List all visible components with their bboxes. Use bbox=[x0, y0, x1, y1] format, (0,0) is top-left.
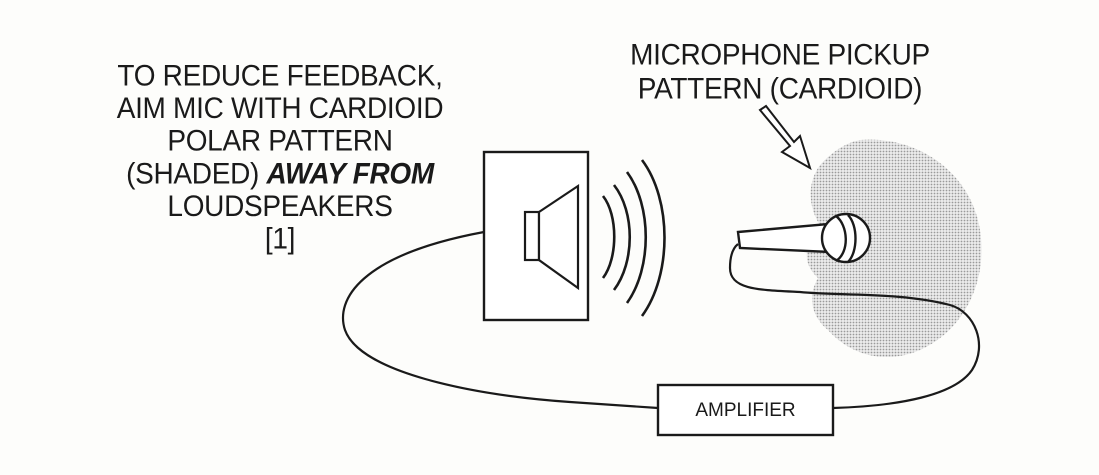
left-caption-line-5: LOUDSPEAKERS bbox=[167, 189, 393, 223]
signal-cable bbox=[341, 230, 659, 410]
right-caption-line-2: PATTERN (CARDIOID) bbox=[637, 72, 923, 105]
speaker-magnet bbox=[523, 210, 541, 262]
left-caption-line-3: POLAR PATTERN bbox=[167, 124, 393, 157]
speaker-cone bbox=[537, 183, 580, 291]
left-caption-line-4: (SHADED) AWAY FROM bbox=[60, 157, 500, 190]
left-caption-reference: [1] bbox=[264, 222, 296, 255]
left-caption-away-from: AWAY FROM bbox=[266, 157, 435, 190]
left-caption-line-4-prefix: (SHADED) bbox=[126, 157, 267, 190]
amplifier-box bbox=[656, 383, 835, 437]
right-caption-line-1: MICROPHONE PICKUP bbox=[630, 38, 930, 71]
left-caption-line-2: AIM MIC WITH CARDIOID bbox=[116, 91, 444, 125]
microphone bbox=[736, 212, 872, 264]
pointer-arrow bbox=[758, 104, 812, 171]
signal-cable-amp-to-mic bbox=[728, 243, 981, 410]
left-caption-line-1: TO REDUCE FEEDBACK, bbox=[117, 59, 443, 92]
amplifier-label: AMPLIFIER bbox=[695, 400, 796, 421]
right-caption: MICROPHONE PICKUP PATTERN (CARDIOID) bbox=[570, 38, 990, 105]
sound-waves bbox=[601, 159, 666, 317]
left-caption: TO REDUCE FEEDBACK, AIM MIC WITH CARDIOI… bbox=[60, 59, 500, 254]
